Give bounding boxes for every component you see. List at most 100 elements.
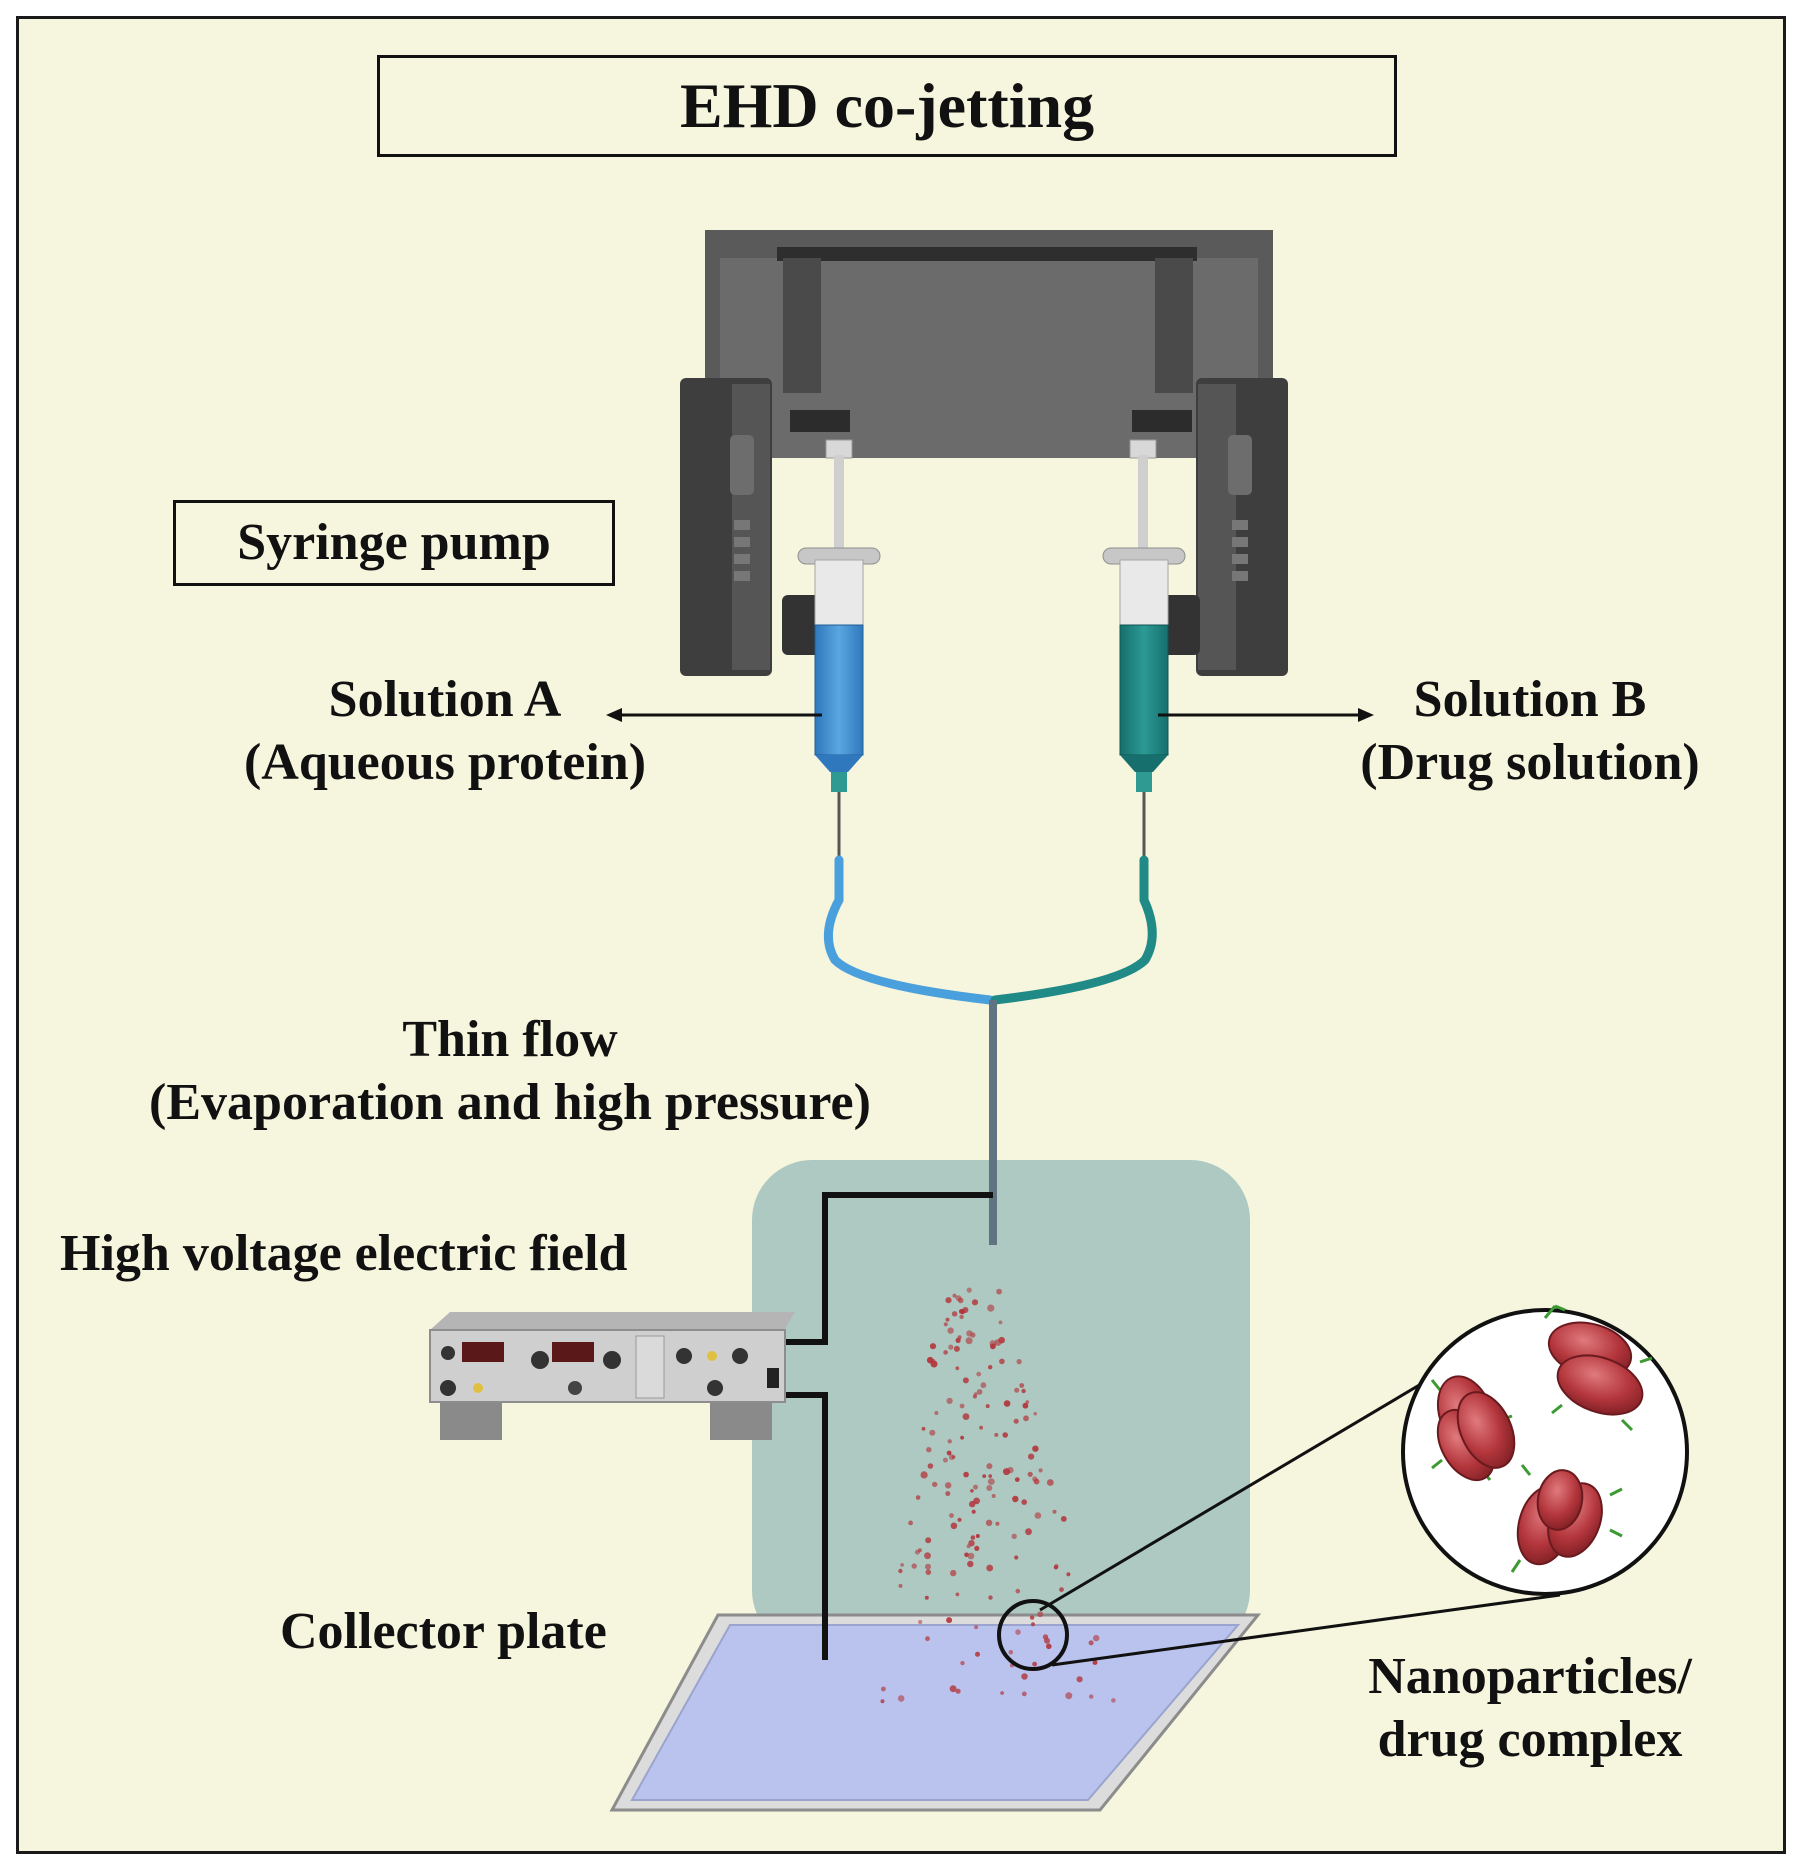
spray-particle xyxy=(958,1309,964,1314)
spray-particle xyxy=(974,1625,979,1630)
spray-particle xyxy=(1015,1588,1021,1594)
spray-particle xyxy=(1014,1555,1019,1560)
solution-a-name: Solution A xyxy=(328,671,562,728)
syringe-a xyxy=(797,439,881,860)
spray-particle xyxy=(1066,1572,1071,1577)
spray-particle xyxy=(966,1287,972,1293)
spray-particle xyxy=(1031,1622,1035,1627)
spray-particle xyxy=(957,1297,964,1304)
spray-particle xyxy=(947,1439,952,1444)
solution-b-description: (Drug solution) xyxy=(1360,734,1700,792)
spray-particle xyxy=(995,1521,1000,1526)
spray-particle xyxy=(943,1322,948,1327)
spray-particle xyxy=(976,1371,982,1377)
spray-particle xyxy=(967,1560,974,1568)
spray-particle xyxy=(975,1651,980,1657)
spray-particle xyxy=(1046,1643,1052,1650)
spray-particle xyxy=(948,1454,955,1461)
spray-particle xyxy=(1033,1411,1037,1416)
spray-particle xyxy=(1092,1660,1098,1665)
spray-particle xyxy=(943,1350,948,1355)
spray-particle xyxy=(986,1564,994,1572)
spray-particle xyxy=(975,1534,980,1538)
spray-particle xyxy=(921,1426,926,1431)
spray-particle xyxy=(880,1699,885,1704)
spray-particle xyxy=(990,1343,996,1350)
nanoparticles-description: drug complex xyxy=(1377,1711,1683,1769)
spray-particle xyxy=(946,1397,953,1404)
spray-particle xyxy=(945,1317,950,1322)
spray-particle xyxy=(986,1463,993,1470)
spray-particle xyxy=(988,1474,992,1478)
syringe-pump-label-box: Syringe pump xyxy=(173,500,615,586)
spray-particle xyxy=(971,1299,979,1306)
spray-particle xyxy=(1060,1516,1067,1522)
spray-particle xyxy=(960,1660,965,1666)
thin-flow-description: (Evaporation and high pressure) xyxy=(149,1074,871,1132)
spray-particle xyxy=(1059,1587,1064,1592)
collector-plate-label: Collector plate xyxy=(280,1603,607,1660)
spray-particle xyxy=(942,1457,948,1463)
spray-particle xyxy=(979,1425,983,1430)
thin-flow-name: Thin flow xyxy=(402,1011,618,1068)
spray-particle xyxy=(1021,1691,1027,1697)
spray-particle xyxy=(925,1636,930,1642)
spray-particle xyxy=(985,1404,990,1409)
spray-particle xyxy=(898,1568,903,1574)
spray-particle xyxy=(1046,1479,1054,1486)
spray-particle xyxy=(1044,1637,1050,1644)
spray-particle xyxy=(1025,1528,1032,1536)
high-voltage-wires xyxy=(785,1192,993,1660)
spray-particle xyxy=(900,1563,904,1567)
spray-particle xyxy=(1065,1692,1073,1700)
spray-particle xyxy=(1034,1512,1042,1519)
spray-particle xyxy=(974,1545,980,1551)
spray-particle xyxy=(962,1377,969,1384)
spray-particle xyxy=(1037,1611,1044,1618)
spray-particle xyxy=(966,1330,973,1337)
spray-particle xyxy=(1021,1673,1028,1680)
spray-particle xyxy=(1003,1400,1011,1407)
spray-particle xyxy=(988,1365,993,1370)
spray-particle xyxy=(945,1491,951,1497)
spray-particle xyxy=(1027,1471,1033,1477)
spray-particle xyxy=(976,1389,983,1395)
spray-particle xyxy=(945,1297,952,1304)
spray-particle xyxy=(925,1537,932,1544)
nanoparticles-label: Nanoparticles/ drug complex xyxy=(1310,1645,1750,1772)
solution-b-name: Solution B xyxy=(1413,671,1647,728)
spray-particle xyxy=(929,1343,937,1350)
spray-particle xyxy=(1021,1388,1026,1394)
spray-particle xyxy=(963,1471,969,1478)
spray-particle xyxy=(1008,1649,1014,1655)
solution-b-label: Solution B (Drug solution) xyxy=(1300,668,1760,795)
spray-particle xyxy=(1093,1634,1100,1642)
spray-particle xyxy=(915,1495,921,1500)
spray-particle xyxy=(1019,1383,1025,1388)
spray-particle xyxy=(926,1447,932,1453)
spray-particle xyxy=(1021,1499,1027,1505)
spray-particle xyxy=(964,1552,969,1558)
spray-particle xyxy=(965,1337,973,1345)
syringe-pump xyxy=(680,230,1288,676)
spray-particle xyxy=(969,1500,976,1508)
spray-particle xyxy=(925,1563,931,1570)
spray-particle xyxy=(926,1356,934,1364)
spray-particle xyxy=(946,1617,953,1624)
spray-particle xyxy=(920,1471,928,1479)
spray-particle xyxy=(950,1522,958,1530)
spray-particle xyxy=(971,1509,976,1514)
spray-particle xyxy=(951,1311,958,1317)
spray-particle xyxy=(994,1432,999,1437)
spray-particle xyxy=(1029,1615,1035,1620)
spray-particle xyxy=(881,1686,886,1692)
syringe-pump-label: Syringe pump xyxy=(237,514,551,571)
spray-particle xyxy=(1052,1509,1057,1514)
spray-particle xyxy=(959,1314,964,1320)
spray-particle xyxy=(998,1320,1003,1325)
spray-particle xyxy=(991,1494,996,1498)
spray-particle xyxy=(917,1548,922,1553)
jetting-chamber xyxy=(752,1160,1250,1650)
spray-particle xyxy=(934,1411,939,1415)
